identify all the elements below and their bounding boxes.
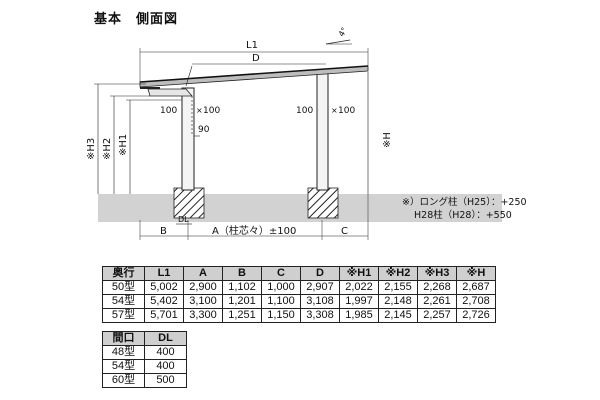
h1-label: ※H1 (118, 134, 129, 156)
table-cell: 3,100 (183, 294, 223, 309)
post-right-size-label-2: 100 (338, 106, 355, 116)
table-cell: 2,900 (183, 280, 223, 295)
table-cell: 1,000 (261, 280, 301, 295)
table-cell: 2,257 (417, 308, 457, 323)
beam90-label: 90 (198, 125, 210, 135)
foundation-right (307, 187, 339, 219)
front-bracket (147, 88, 193, 97)
page-title: 基本 側面図 (94, 12, 179, 27)
roof-top-edge (139, 65, 369, 83)
table-cell: 1,997 (339, 294, 379, 309)
b-label: B (160, 226, 167, 237)
table-cell: 48型 (102, 345, 145, 360)
table-cell: 2,268 (417, 280, 457, 295)
header-h2: ※H2 (378, 266, 418, 281)
ground (98, 194, 502, 222)
l1-label: L1 (246, 40, 258, 51)
width-table-header: 間口 DL (102, 331, 187, 346)
table-cell: 2,687 (456, 280, 496, 295)
table-cell: 1,251 (222, 308, 262, 323)
table-cell: 2,145 (378, 308, 418, 323)
post-left-size-label-2: 100 (203, 106, 220, 116)
dl-label: DL (178, 215, 189, 224)
table-cell: 2,261 (417, 294, 457, 309)
note-long-post: ※）ロング柱（H25）：+250 (402, 197, 527, 208)
table-cell: 50型 (102, 280, 145, 295)
h3-label: ※H3 (86, 138, 97, 160)
header-d: D (300, 266, 340, 281)
header-a: A (183, 266, 223, 281)
table-cell: 60型 (102, 373, 145, 388)
header-frontage: 間口 (102, 331, 145, 346)
header-l1: L1 (144, 266, 184, 281)
table-cell: 2,148 (378, 294, 418, 309)
table-cell: 2,708 (456, 294, 496, 309)
table-cell: 5,701 (144, 308, 184, 323)
slope-label: 4° (337, 26, 349, 38)
table-cell: 3,300 (183, 308, 223, 323)
table-cell: 1,985 (339, 308, 379, 323)
foundation-left (173, 187, 205, 219)
table-cell: 2,726 (456, 308, 496, 323)
roof-support (185, 65, 193, 87)
table-cell: 1,201 (222, 294, 262, 309)
header-c: C (261, 266, 301, 281)
table-cell: 5,002 (144, 280, 184, 295)
width-table: 間口 DL 48型 400 54型 400 60型 500 (102, 331, 187, 388)
table-cell: 400 (144, 345, 187, 360)
table-row: 54型 5,402 3,100 1,201 1,100 3,108 1,997 … (102, 294, 496, 309)
side-view-diagram: 4° L1 D 100 × 100 100 × 100 90 ※H3 ※H2 ※… (86, 26, 502, 240)
table-row: 57型 5,701 3,300 1,251 1,150 3,308 1,985 … (102, 308, 496, 323)
table-cell: 2,022 (339, 280, 379, 295)
table-row: 60型 500 (102, 373, 187, 388)
table-cell: 3,108 (300, 294, 340, 309)
post-right-size-label: 100 (296, 106, 313, 116)
table-cell: 3,308 (300, 308, 340, 323)
c-label: C (341, 226, 348, 237)
post-right (316, 71, 329, 191)
slope-indicator-line (325, 39, 351, 45)
header-dl: DL (144, 331, 187, 346)
table-row: 54型 400 (102, 359, 187, 374)
table-cell: 2,907 (300, 280, 340, 295)
post-left (181, 87, 195, 191)
header-h1: ※H1 (339, 266, 379, 281)
d-label: D (252, 53, 260, 64)
table-cell: 1,102 (222, 280, 262, 295)
table-cell: 5,402 (144, 294, 184, 309)
table-cell: 57型 (102, 308, 145, 323)
table-cell: 2,155 (378, 280, 418, 295)
table-cell: 500 (144, 373, 187, 388)
a-label: A（柱芯々）±100 (212, 224, 296, 237)
post-left-times: × (196, 106, 203, 115)
table-cell: 400 (144, 359, 187, 374)
table-cell: 1,100 (261, 294, 301, 309)
table-cell: 54型 (102, 294, 145, 309)
table-cell: 1,150 (261, 308, 301, 323)
post-left-size-label: 100 (160, 106, 177, 116)
header-h3: ※H3 (417, 266, 457, 281)
note-h28-post: H28柱（H28）：+550 (414, 210, 512, 221)
table-row: 50型 5,002 2,900 1,102 1,000 2,907 2,022 … (102, 280, 496, 295)
header-b: B (222, 266, 262, 281)
post-right-times: × (331, 106, 338, 115)
table-row: 48型 400 (102, 345, 187, 360)
dimensions-table: 奥行 L1 A B C D ※H1 ※H2 ※H3 ※H 50型 5,002 2… (102, 266, 496, 323)
table-cell: 54型 (102, 359, 145, 374)
dimensions-table-header: 奥行 L1 A B C D ※H1 ※H2 ※H3 ※H (102, 266, 496, 281)
h-label: ※H (382, 132, 393, 148)
h2-label: ※H2 (102, 138, 113, 160)
header-h: ※H (456, 266, 496, 281)
header-depth: 奥行 (102, 266, 145, 281)
